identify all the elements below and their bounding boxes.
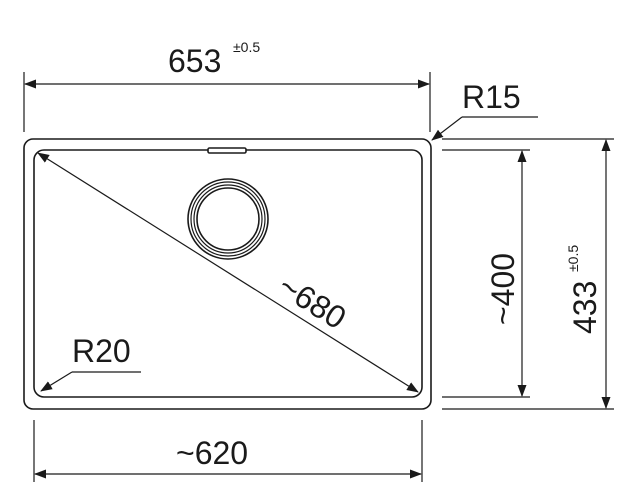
diagonal-dimension-line: [37, 152, 419, 393]
overflow-slot-icon: [207, 147, 247, 154]
r20-label: R20: [72, 333, 131, 369]
sink-outer-outline: [23, 138, 432, 410]
outer-height-label: 433: [567, 281, 603, 334]
top-width-label: 653: [168, 43, 221, 79]
r15-leader-arrow: [431, 116, 463, 141]
top-width-tolerance: ±0.5: [233, 39, 260, 55]
bottom-width-label: ~620: [176, 435, 248, 471]
drain-icon: [187, 178, 269, 260]
r20-leader-arrow: [40, 371, 73, 392]
r15-label: R15: [462, 79, 521, 115]
inner-height-label: ~400: [485, 253, 521, 325]
outer-height-tolerance: ±0.5: [565, 245, 581, 272]
